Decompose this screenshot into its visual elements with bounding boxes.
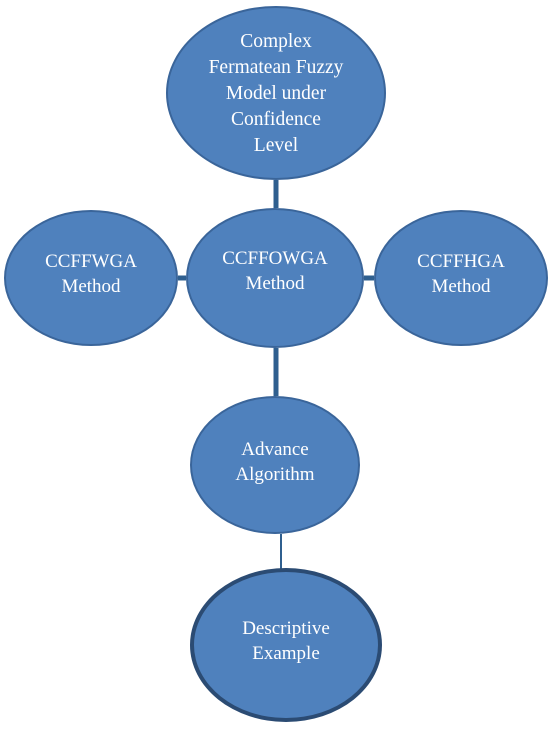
node-descriptive-example-label: Descriptive Example	[242, 618, 330, 664]
node-ccffhga-method-label: CCFFHGA Method	[417, 251, 505, 297]
node-ccffhga-method: CCFFHGA Method	[374, 210, 548, 346]
node-advance-algorithm: Advance Algorithm	[190, 396, 360, 534]
node-ccffowga-method: CCFFOWGA Method	[186, 208, 364, 348]
node-complex-fermatean-model-label: Complex Fermatean Fuzzy Model under Conf…	[208, 31, 344, 156]
node-ccffowga-method-label: CCFFOWGA Method	[222, 248, 328, 294]
node-complex-fermatean-model: Complex Fermatean Fuzzy Model under Conf…	[166, 6, 386, 180]
node-ccffwga-method-label: CCFFWGA Method	[45, 251, 137, 297]
node-ccffwga-method: CCFFWGA Method	[4, 210, 178, 346]
node-descriptive-example: Descriptive Example	[190, 568, 382, 722]
node-advance-algorithm-label: Advance Algorithm	[235, 439, 315, 485]
